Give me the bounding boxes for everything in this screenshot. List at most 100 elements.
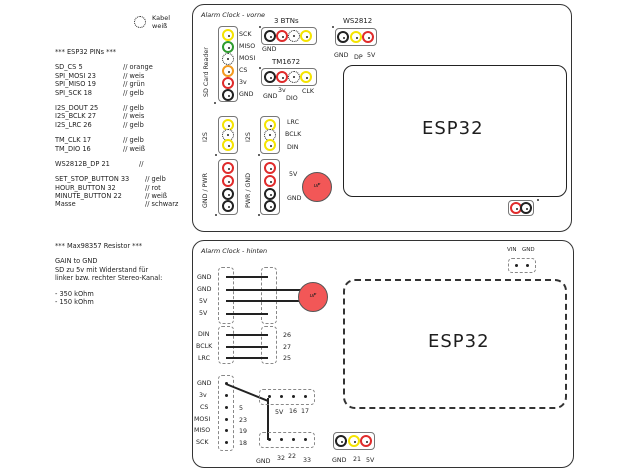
capacitor-back: uF (298, 282, 328, 312)
esp32-label-front: ESP32 (422, 118, 484, 139)
esp32-board-back: ESP32 (343, 279, 567, 409)
spi-label-mosi: MOSI (194, 416, 211, 423)
pin1-marker (258, 214, 260, 216)
pin-note-comment: // orange (123, 63, 153, 72)
vin-label: VIN (507, 247, 517, 253)
pin-note-comment: // gelb (123, 103, 144, 112)
resistor-value: - 150 kOhm (55, 297, 94, 306)
resistor-line: linker bzw. rechter Stereo-Kanal: (55, 274, 163, 283)
sd-pin-sck (222, 29, 234, 41)
header-pin (268, 395, 271, 398)
header-pin (280, 438, 283, 441)
tm1672-gnd: GND (263, 93, 278, 100)
pwr-gnd: GND (287, 195, 302, 202)
pin-note-comment: // schwarz (145, 200, 179, 209)
pin-note-name: Masse (55, 200, 76, 209)
pin-note-name: HOUR_BUTTON 32 (55, 183, 116, 192)
pin-note-comment: // gelb (123, 136, 144, 145)
pin-note-comment: // (139, 159, 144, 168)
pwr-right-pin (264, 175, 276, 187)
tm1672-3v: 3v (278, 87, 286, 94)
wire (226, 276, 268, 278)
capacitor-front: uF (302, 172, 332, 202)
tm1672-pin (264, 71, 276, 83)
spi-label-3v: 3v (199, 392, 207, 399)
header-pin (280, 395, 283, 398)
ws2812-dp: DP (354, 54, 363, 61)
spi-label-sck: SCK (196, 439, 209, 446)
spi-pin (225, 429, 228, 432)
pin-note-row: I2S_DOUT 25 // gelb (55, 104, 195, 112)
top-right-17: 17 (301, 408, 310, 415)
pin-note-comment: // weis (123, 71, 145, 80)
sd-pin-cs (222, 65, 234, 77)
pin-note-row: SET_STOP_BUTTON 33 // gelb (55, 175, 195, 183)
power-label-5v1: 5V (199, 298, 208, 305)
header-pin (268, 438, 271, 441)
pin-note-name: SD_CS 5 (55, 63, 83, 72)
spi-pin (225, 418, 228, 421)
i2s-header-right-box (261, 326, 277, 364)
pin-notes-title: *** ESP32 PINs *** (55, 48, 117, 56)
spi-header-box (218, 375, 234, 451)
pwr-right-label: PWR / GND (245, 173, 252, 208)
capacitor-back-label: uF (309, 293, 317, 299)
i2s-header-left-box (218, 326, 234, 364)
pwr-right-pin (264, 200, 276, 212)
spi-gpio-5: 5 (239, 405, 244, 412)
pin1-marker (258, 154, 260, 156)
header-pin (304, 395, 307, 398)
pin-note-name: SPI_SCK 18 (55, 88, 93, 97)
wire (226, 313, 268, 315)
top-right-16: 16 (289, 408, 298, 415)
ws2812-pin (337, 31, 349, 43)
pin-note-row: WS2812B_DP 21// (55, 160, 195, 168)
wire (268, 300, 314, 302)
sd-pin-gnd (222, 89, 234, 101)
pwr-right-pin (264, 188, 276, 200)
pwr-left-pin (222, 200, 234, 212)
vin-header-box (508, 258, 536, 273)
pin1-marker (259, 67, 261, 69)
pin-note-name: I2S_LRC 26 (55, 120, 92, 129)
i2s-label-bclk: BCLK (196, 343, 213, 350)
pwr-5v: 5V (289, 171, 298, 178)
pin-note-row: SPI_MOSI 23 // weis (55, 72, 195, 80)
resistor-notes: *** Max98357 Resistor *** GAIN to GND SD… (55, 242, 195, 306)
power-label-gnd2: GND (197, 286, 212, 293)
sd-pin-3v (222, 77, 234, 89)
resistor-line: GAIN to GND (55, 257, 98, 266)
buttons-label: 3 BTNs (274, 17, 299, 25)
back-panel-title: Alarm Clock - hinten (201, 247, 268, 255)
i2s-gpio-25: 25 (283, 355, 292, 362)
power-header-right-box (261, 267, 277, 324)
sd-label-mosi: MOSI (239, 55, 256, 62)
pin-note-name: I2S_DOUT 25 (55, 103, 99, 112)
tm1672-pin (276, 71, 288, 83)
i2s-right-label: I2S (245, 132, 252, 142)
pin-note-row: Masse // schwarz (55, 200, 195, 208)
sd-label-cs: CS (239, 67, 248, 74)
wire (226, 334, 268, 336)
spi-gpio-18: 18 (239, 440, 248, 447)
header-pin (292, 395, 295, 398)
front-panel: Alarm Clock - vorne (192, 4, 572, 232)
vin-pin (526, 264, 529, 267)
spi-label-miso: MISO (194, 427, 211, 434)
spi-gpio-23: 23 (239, 417, 248, 424)
tm1672-pin (288, 71, 300, 83)
tm1672-clk: CLK (302, 88, 315, 95)
pin-note-comment: // gelb (145, 175, 166, 184)
pin-note-name: SET_STOP_BUTTON 33 (55, 175, 130, 184)
pin-note-row: HOUR_BUTTON 32// rot (55, 184, 195, 192)
header-pin (304, 438, 307, 441)
i2s-label-din: DIN (198, 331, 210, 338)
buttons-pin (276, 30, 288, 42)
pin-note-name: SPI_MOSI 23 (55, 71, 96, 80)
ws2812-5v: 5V (367, 52, 376, 59)
ws-back-pin (360, 435, 372, 447)
vin-gnd-label: GND (522, 247, 535, 253)
sd-label-gnd: GND (239, 91, 254, 98)
tm1672-label: TM1672 (272, 58, 301, 66)
